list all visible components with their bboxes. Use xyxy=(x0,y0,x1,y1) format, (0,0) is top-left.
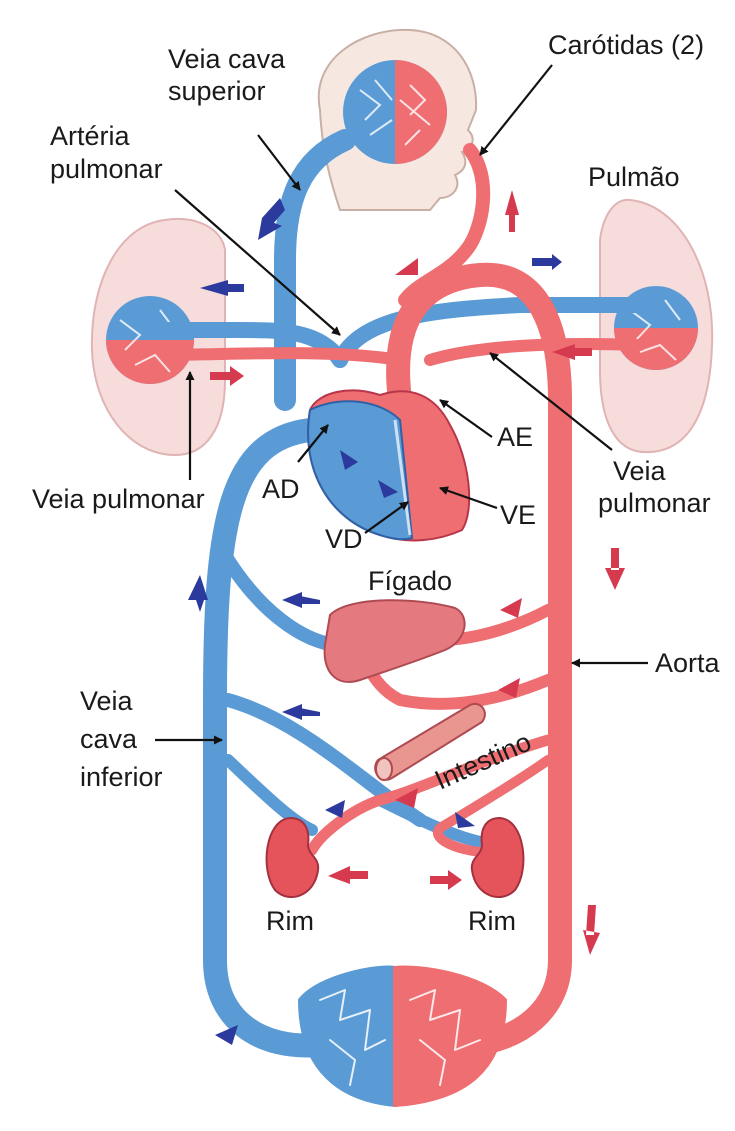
label-figado: Fígado xyxy=(368,566,452,596)
liver xyxy=(323,599,466,683)
label-veia-cava-inferior-line3: inferior xyxy=(80,762,163,792)
pointer-lines xyxy=(155,64,648,745)
heart xyxy=(307,389,471,542)
label-veia-pulmonar-right-line1: Veia xyxy=(613,456,667,486)
intestine xyxy=(374,702,486,781)
label-veia-pulmonar-right-line2: pulmonar xyxy=(598,488,711,518)
label-veia-cava-inferior-line2: cava xyxy=(80,724,138,754)
label-veia-cava-inferior-line1: Veia xyxy=(80,686,134,716)
kidney-left xyxy=(265,816,320,899)
label-pulmao: Pulmão xyxy=(588,162,680,192)
label-aorta: Aorta xyxy=(655,648,721,678)
label-rim-left: Rim xyxy=(266,906,314,936)
label-rim-right: Rim xyxy=(468,906,516,936)
kidney-right xyxy=(470,816,525,899)
label-veia-pulmonar-left: Veia pulmonar xyxy=(32,484,205,514)
label-ae: AE xyxy=(497,422,533,452)
label-carotidas: Carótidas (2) xyxy=(548,30,704,60)
label-ad: AD xyxy=(262,474,300,504)
flow-arrows xyxy=(188,190,625,1045)
label-veia-cava-superior-line1: Veia cava xyxy=(168,44,286,74)
lung-right xyxy=(599,198,714,454)
label-ve: VE xyxy=(500,500,536,530)
label-arteria-pulmonar-line1: Artéria xyxy=(50,121,131,151)
label-vd: VD xyxy=(325,524,363,554)
label-arteria-pulmonar-line2: pulmonar xyxy=(50,154,163,184)
label-veia-cava-superior-line2: superior xyxy=(168,76,266,106)
head xyxy=(317,28,478,211)
